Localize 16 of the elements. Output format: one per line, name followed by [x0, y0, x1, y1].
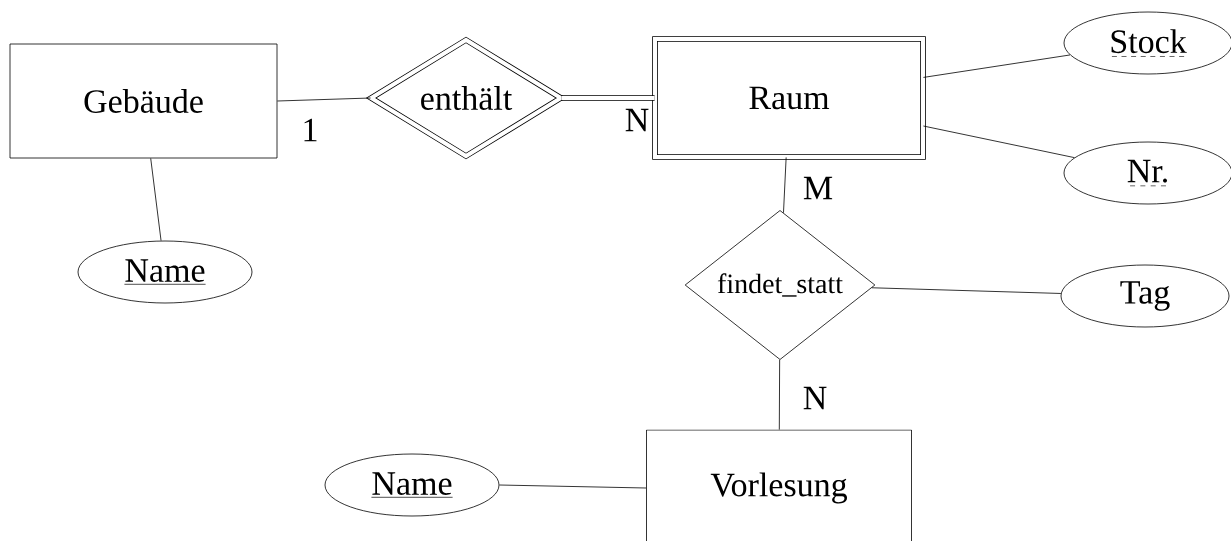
- cardinality-label: N: [623, 107, 651, 133]
- entity-box: Gebäude: [9, 43, 278, 159]
- connector-line: [277, 97, 371, 102]
- connector-line: [871, 287, 1062, 294]
- weak-entity-box: Raum: [652, 36, 926, 160]
- cardinality-label: 1: [300, 117, 320, 143]
- connector-line: [783, 157, 787, 214]
- connector-line: [561, 95, 655, 101]
- connector-line: [923, 54, 1071, 78]
- connector-line: [150, 158, 162, 242]
- connector-line: [923, 125, 1075, 159]
- connector-line: [499, 484, 647, 489]
- cardinality-label: N: [801, 385, 829, 411]
- entity-box: Vorlesung: [646, 429, 912, 541]
- connector-line: [778, 359, 781, 430]
- cardinality-label: M: [801, 175, 835, 201]
